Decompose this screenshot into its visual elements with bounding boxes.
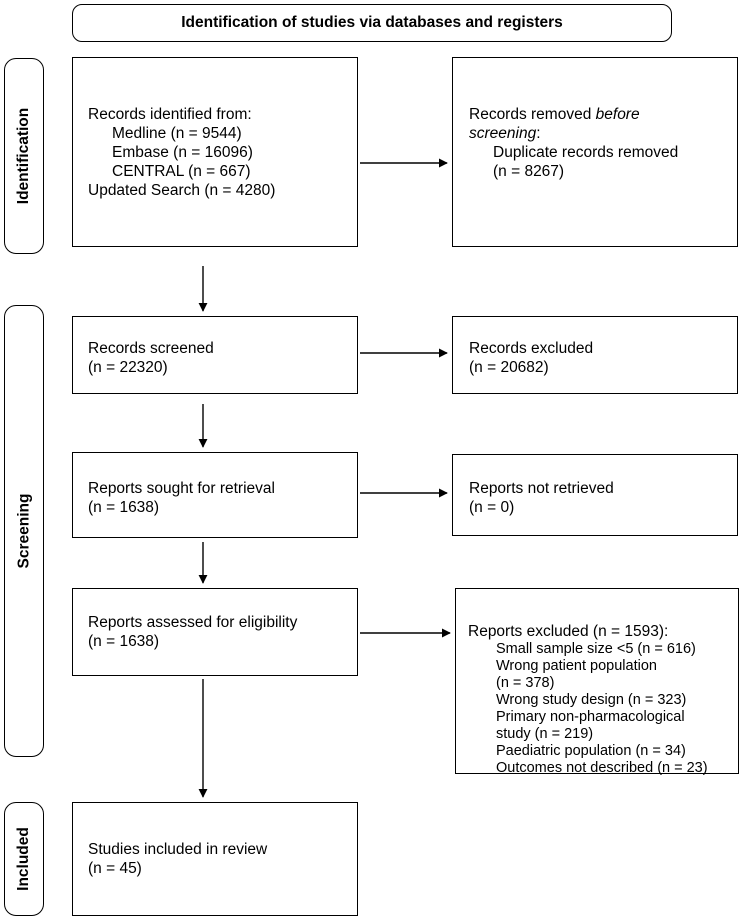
records-removed-screening: screening [469,125,537,142]
reports-sought-count: (n = 1638) [88,499,160,516]
exclusion-reason: Wrong study design (n = 323) [496,692,687,708]
medline-count: Medline (n = 9544) [112,125,242,142]
stage-included: Included [4,802,44,916]
reports-sought-label: Reports sought for retrieval [88,480,275,497]
records-identified-box: Records identified from: Medline (n = 95… [72,57,358,247]
records-screened-box: Records screened (n = 22320) [72,316,358,394]
reports-sought-box: Reports sought for retrieval (n = 1638) [72,452,358,538]
exclusion-reason: study (n = 219) [496,726,594,742]
reports-excluded-heading: Reports excluded (n = 1593): [468,623,669,640]
exclusion-reason: Outcomes not described (n = 23) [496,760,708,776]
studies-included-box: Studies included in review (n = 45) [72,802,358,916]
reports-not-retrieved-count: (n = 0) [469,499,515,516]
reports-assessed-box: Reports assessed for eligibility (n = 16… [72,588,358,676]
reports-not-retrieved-label: Reports not retrieved [469,480,614,497]
records-removed-box: Records removed before screening: Duplic… [452,57,738,247]
records-removed-line2: screening: [469,124,737,143]
exclusion-reason: Small sample size <5 (n = 616) [496,641,696,657]
exclusion-reason: Primary non-pharmacological [496,709,685,725]
records-identified-heading: Records identified from: [88,106,252,123]
records-excluded-count: (n = 20682) [469,359,549,376]
reports-assessed-count: (n = 1638) [88,633,160,650]
reports-excluded-box: Reports excluded (n = 1593): Small sampl… [455,588,739,776]
records-removed-text: Records removed [469,106,596,123]
exclusion-reason: (n = 378) [496,675,555,691]
duplicates-removed-label: Duplicate records removed [493,144,679,161]
embase-count: Embase (n = 16096) [112,144,253,161]
header-title: Identification of studies via databases … [181,14,563,31]
stage-identification: Identification [4,58,44,254]
stage-screening: Screening [4,305,44,757]
records-excluded-label: Records excluded [469,340,594,357]
central-count: CENTRAL (n = 667) [112,163,251,180]
duplicates-removed-count: (n = 8267) [493,163,565,180]
records-excluded-box: Records excluded (n = 20682) [452,316,738,394]
exclusion-reason: Paediatric population (n = 34) [496,743,686,759]
records-removed-before: before [595,106,640,123]
records-removed-colon: : [536,125,541,142]
records-screened-count: (n = 22320) [88,359,168,376]
studies-included-label: Studies included in review [88,841,268,858]
reports-assessed-label: Reports assessed for eligibility [88,614,298,631]
reports-not-retrieved-box: Reports not retrieved (n = 0) [452,454,738,536]
exclusion-reason: Wrong patient population [496,658,657,674]
updated-search-count: Updated Search (n = 4280) [88,182,276,199]
studies-included-count: (n = 45) [88,860,142,877]
records-screened-label: Records screened [88,340,214,357]
diagram-header: Identification of studies via databases … [72,4,672,42]
records-removed-line1: Records removed before [469,105,737,124]
